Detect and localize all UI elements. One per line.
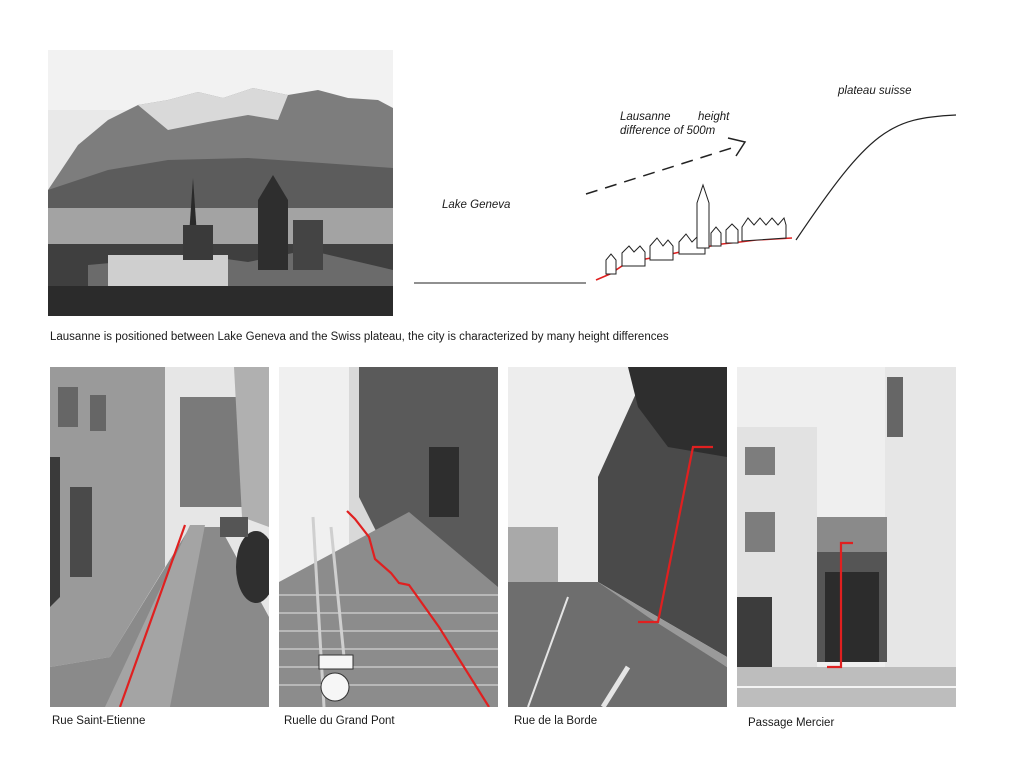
height-difference-arrow (585, 145, 739, 195)
photo-caption-passage-mercier: Passage Mercier (748, 717, 835, 729)
house-icon (725, 223, 739, 244)
lausanne-cathedral-photo (48, 50, 393, 316)
house-icon (741, 216, 787, 242)
plateau-label: plateau suisse (838, 85, 912, 97)
photo-caption-ruelle-du-grand-pont: Ruelle du Grand Pont (284, 715, 395, 727)
photo-caption-rue-saint-etienne: Rue Saint-Etienne (52, 715, 146, 727)
city-houses (605, 183, 787, 275)
rue-de-la-borde-photo (508, 367, 727, 707)
difference-label: difference of 500m (620, 125, 716, 137)
house-icon (649, 237, 674, 261)
section-diagram (400, 70, 1000, 310)
rue-saint-etienne-photo (50, 367, 269, 707)
lausanne-label: Lausanne (620, 111, 671, 123)
house-icon (710, 226, 722, 247)
plateau-slope-line (795, 114, 957, 241)
cathedral-icon (696, 183, 710, 249)
ruelle-du-grand-pont-photo (279, 367, 498, 707)
arrow-head-icon (727, 137, 747, 157)
height-label: height (698, 111, 730, 123)
house-icon (605, 253, 617, 275)
lake-label: Lake Geneva (442, 199, 511, 211)
passage-mercier-photo (737, 367, 956, 707)
photo-caption-rue-de-la-borde: Rue de la Borde (514, 715, 598, 727)
house-icon (621, 245, 646, 267)
intro-caption: Lausanne is positioned between Lake Gene… (50, 331, 669, 343)
section-diagram-svg (414, 114, 957, 284)
